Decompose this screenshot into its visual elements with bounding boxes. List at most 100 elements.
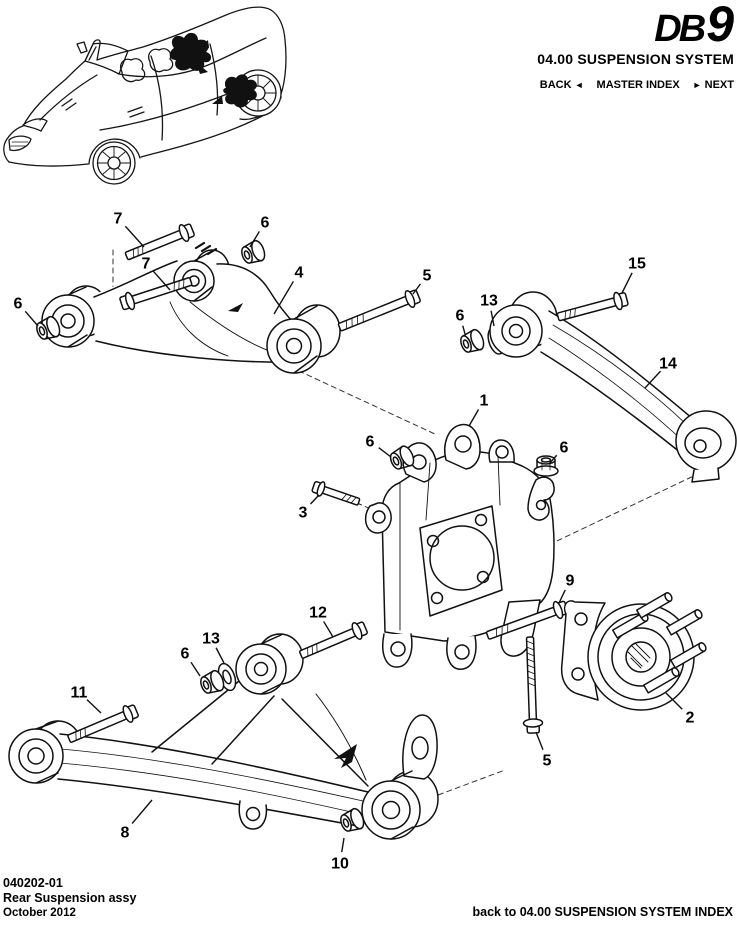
callout-leader-14-9 <box>644 370 662 389</box>
lower-arm-outer-bushing <box>361 770 421 840</box>
bolt-5-upper <box>337 289 421 332</box>
nut-6-toe <box>460 328 485 353</box>
nut-6-lower <box>200 669 225 694</box>
nut-6-upper-left <box>36 315 61 340</box>
callout-leader-11-18 <box>86 699 102 714</box>
callout-leader-7-0 <box>124 225 145 248</box>
callout-label-6-12: 6 <box>560 440 569 457</box>
manual-navigation: BACK ◄ MASTER INDEX ► NEXT <box>537 79 734 91</box>
callout-label-7-2: 7 <box>142 256 151 273</box>
callout-label-5-20: 5 <box>543 753 552 770</box>
nav-back-link[interactable]: BACK ◄ <box>539 79 584 91</box>
lower-arm-rear-bushing <box>235 634 287 695</box>
logo-nine-text: 9 <box>706 0 734 52</box>
bolt-5-long <box>522 636 544 734</box>
callout-label-6-1: 6 <box>261 215 270 232</box>
toe-link <box>489 291 737 483</box>
bolt-7-upper <box>124 223 195 261</box>
callout-leader-6-11 <box>378 447 392 458</box>
exploded-view <box>8 223 737 840</box>
nut-6-knuckle-left <box>389 445 415 470</box>
callout-leader-4-3 <box>273 281 294 315</box>
callout-label-6-17: 6 <box>181 646 190 663</box>
direction-arrow <box>334 744 357 768</box>
wheel-knuckle <box>364 423 555 670</box>
toe-link-bushing <box>489 304 543 358</box>
callout-leader-6-12 <box>548 454 558 465</box>
lower-arm-rear-lug <box>402 714 438 780</box>
knuckle-toe-bracket <box>527 476 555 521</box>
document-date: October 2012 <box>3 907 76 919</box>
index-link-container: back to 04.00 SUSPENSION SYSTEM INDEX <box>473 905 734 919</box>
bushing-10 <box>340 807 365 832</box>
next-arrow-icon: ► <box>692 80 702 90</box>
callout-leader-3-13 <box>310 494 320 505</box>
db9-logo: DB9 <box>537 0 734 50</box>
toe-link-balljoint <box>675 410 737 483</box>
logo-db-text: DB <box>654 8 706 50</box>
callout-leader-9-14 <box>558 589 566 604</box>
callout-leader-13-16 <box>215 647 225 664</box>
callout-leader-6-17 <box>190 661 201 677</box>
suspension-location-blob <box>223 74 257 108</box>
callout-leader-12-15 <box>323 621 334 638</box>
wheel-stud <box>666 609 703 636</box>
knuckle-lower-lug <box>382 633 413 668</box>
callout-leader-7-2 <box>152 270 171 291</box>
callout-leader-6-8 <box>462 325 466 335</box>
callout-leader-6-1 <box>249 231 260 248</box>
wheel-stud <box>670 642 707 669</box>
callout-label-3-13: 3 <box>299 505 308 522</box>
callout-label-15-5: 15 <box>628 256 646 273</box>
bolt-12 <box>299 621 368 659</box>
document-number: 040202-01 <box>3 876 63 890</box>
bolt-11 <box>67 704 139 743</box>
callout-label-6-8: 6 <box>456 308 465 325</box>
knuckle-lower-lug <box>446 635 477 670</box>
back-arrow-icon: ◄ <box>574 80 584 90</box>
callout-leader-13-7 <box>490 310 495 327</box>
callout-leader-8-21 <box>131 799 153 825</box>
wheel-stud <box>643 667 680 694</box>
callout-label-11-18: 11 <box>71 685 88 702</box>
back-to-index-link[interactable]: back to 04.00 SUSPENSION SYSTEM INDEX <box>472 905 734 919</box>
upper-arm-top-bushing <box>173 250 215 302</box>
nut-6-upper-right <box>241 239 266 264</box>
callout-label-4-3: 4 <box>295 265 304 282</box>
upper-arm-outer-bushing <box>266 305 322 374</box>
hub-bore-hole <box>429 525 495 591</box>
nav-next-link[interactable]: ► NEXT <box>692 79 734 91</box>
callout-label-14-9: 14 <box>659 356 677 373</box>
knuckle-front-bracket <box>364 502 392 534</box>
callout-label-13-7: 13 <box>480 293 498 310</box>
nav-master-index-link[interactable]: MASTER INDEX <box>596 79 680 91</box>
callout-label-9-14: 9 <box>566 573 575 590</box>
callout-leader-5-20 <box>535 731 544 751</box>
callout-leader-2-19 <box>665 692 683 710</box>
callout-leader-10-22 <box>341 837 345 853</box>
lower-arm-bottom-lug <box>238 800 268 830</box>
bolt-15 <box>556 291 629 322</box>
callout-label-10-22: 10 <box>331 856 349 873</box>
callout-leader-5-4 <box>412 283 422 295</box>
callout-label-12-15: 12 <box>309 605 327 622</box>
bolt-3 <box>311 480 361 506</box>
callout-leader-15-5 <box>621 272 633 294</box>
callout-label-5-4: 5 <box>423 268 432 285</box>
lower-control-arm <box>8 633 439 840</box>
callout-leader-6-6 <box>24 310 39 327</box>
suspension-location-blob <box>169 32 212 71</box>
bolt-7-lower <box>119 277 193 311</box>
section-title: 04.00 SUSPENSION SYSTEM <box>537 51 734 67</box>
front-wheel <box>92 141 136 185</box>
callout-label-2-19: 2 <box>686 710 695 727</box>
car-illustration <box>3 6 287 185</box>
callout-label-13-16: 13 <box>202 631 220 648</box>
rear-hub <box>560 592 707 711</box>
callout-label-1-10: 1 <box>480 393 489 410</box>
callout-label-8-21: 8 <box>121 825 130 842</box>
callout-label-7-0: 7 <box>114 211 123 228</box>
callout-leader-1-10 <box>468 409 480 427</box>
